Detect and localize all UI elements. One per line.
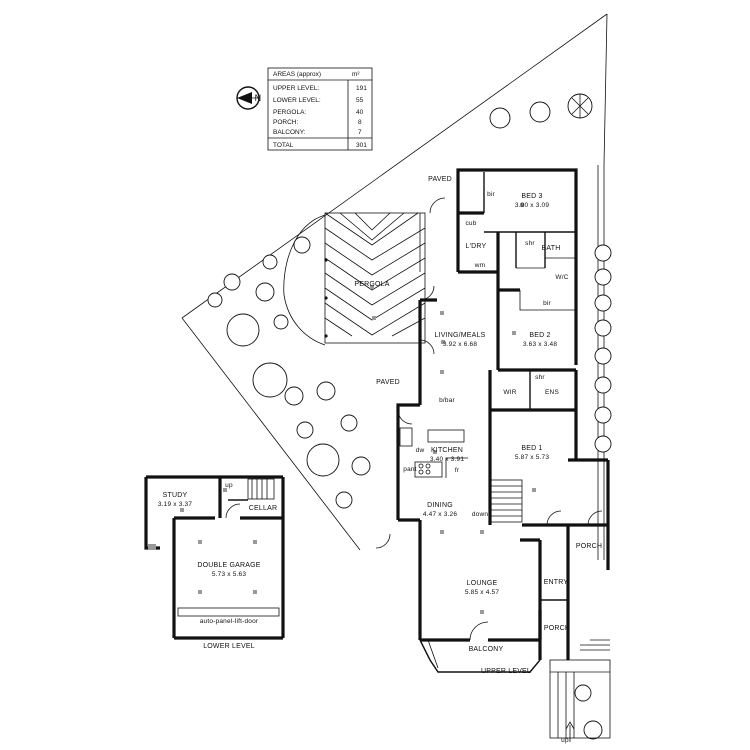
label-bed1-dim: 5.87 x 5.73 (515, 454, 550, 461)
areas-row-value: 8 (358, 119, 362, 126)
areas-row-value: 7 (358, 129, 362, 136)
areas-row-value: 55 (356, 97, 364, 104)
label-paved-mid: PAVED (376, 379, 400, 386)
label-bed1: BED 1 (521, 445, 542, 452)
label-study: STUDY (163, 492, 188, 499)
label-shr-ens: shr (535, 374, 545, 381)
label-cub: cub (465, 220, 476, 227)
label-bed2-dim: 3.63 x 3.48 (523, 341, 558, 348)
areas-row-value: 301 (356, 142, 367, 149)
lower-level-labels: STUDY 3.19 x 3.37 up CELLAR DOUBLE GARAG… (158, 482, 277, 650)
areas-table-unit: m² (352, 71, 360, 78)
label-living: LIVING/MEALS (434, 332, 485, 339)
label-bed3-dim: 3.90 x 3.09 (515, 202, 550, 209)
areas-row-label: UPPER LEVEL: (273, 85, 319, 92)
label-ldry: L'DRY (466, 243, 487, 250)
label-bed3: BED 3 (521, 193, 542, 200)
areas-table: AREAS (approx) m² UPPER LEVEL: 191 LOWER… (267, 67, 373, 151)
label-garage-dim: 5.73 x 5.63 (212, 571, 247, 578)
areas-row-label: TOTAL (273, 142, 294, 149)
label-lower-level: LOWER LEVEL (203, 643, 255, 650)
label-up-lower: up (225, 482, 233, 489)
label-garage: DOUBLE GARAGE (197, 562, 260, 569)
upper-level-labels: PAVED PERGOLA PAVED bir BED 3 3.90 x 3.0… (354, 176, 602, 744)
label-shr-top: shr (525, 240, 535, 247)
label-dining-dim: 4.47 x 3.26 (423, 511, 458, 518)
areas-table-title: AREAS (approx) (273, 71, 321, 78)
label-porch-side: PORCH (576, 543, 602, 550)
label-cellar: CELLAR (249, 505, 277, 512)
areas-row-value: 40 (356, 109, 364, 116)
label-kitchen-dim: 3.40 x 3.91 (430, 456, 465, 463)
garden-trees (207, 93, 612, 740)
label-dw: dw (416, 447, 425, 454)
label-wc: W/C (555, 274, 568, 281)
label-ens: ENS (545, 389, 559, 396)
label-paved-top: PAVED (428, 176, 452, 183)
label-up-bottom: up (561, 737, 569, 744)
north-label: N (255, 93, 262, 103)
label-living-dim: 3.92 x 6.68 (443, 341, 478, 348)
light-fixtures (370, 203, 536, 614)
areas-row-value: 191 (356, 85, 367, 92)
label-study-dim: 3.19 x 3.37 (158, 501, 193, 508)
north-arrow-icon: N (236, 86, 262, 110)
label-fr: fr (455, 467, 460, 474)
label-wir: WIR (503, 389, 516, 396)
label-bir-mid: bir (543, 300, 551, 307)
label-pergola: PERGOLA (354, 281, 389, 288)
label-porch-front: PORCH (544, 625, 570, 632)
label-pant: pant (403, 466, 416, 473)
areas-row-label: LOWER LEVEL: (273, 97, 321, 104)
label-bir-top: bir (487, 191, 495, 198)
label-garage-door: auto-panel-lift-door (200, 618, 259, 625)
areas-row-label: BALCONY: (273, 129, 306, 136)
label-dining: DINING (427, 502, 453, 509)
label-balcony: BALCONY (469, 646, 504, 653)
label-bbar: b/bar (439, 397, 455, 404)
upper-level-walls (375, 168, 611, 742)
label-bath: BATH (542, 245, 561, 252)
label-kitchen: KITCHEN (431, 447, 463, 454)
label-entry: ENTRY (544, 579, 569, 586)
pergola (324, 212, 426, 344)
label-wm: wm (474, 262, 486, 269)
label-upper-level: UPPER LEVEL (481, 668, 531, 675)
label-lounge: LOUNGE (467, 580, 498, 587)
label-bed2: BED 2 (529, 332, 550, 339)
label-down: down (472, 511, 489, 518)
lower-level-walls (144, 475, 285, 640)
label-lounge-dim: 5.85 x 4.57 (465, 589, 500, 596)
areas-row-label: PERGOLA: (273, 109, 306, 116)
areas-row-label: PORCH: (273, 119, 298, 126)
